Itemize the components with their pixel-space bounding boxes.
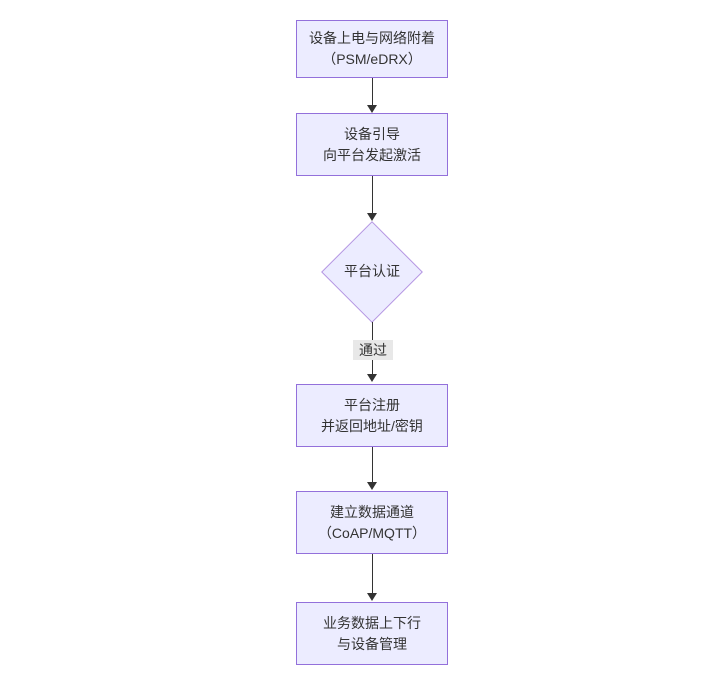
node-register-line2: 并返回地址/密钥 [321, 417, 423, 434]
node-register: 平台注册 并返回地址/密钥 [296, 384, 448, 447]
node-data-channel: 建立数据通道 （CoAP/MQTT） [296, 491, 448, 554]
node-business-data-line1: 业务数据上下行 [323, 614, 421, 631]
arrowhead-icon [367, 593, 377, 601]
arrowhead-icon [367, 213, 377, 221]
edge-line-4 [372, 447, 373, 483]
node-bootstrap: 设备引导 向平台发起激活 [296, 113, 448, 176]
node-auth-label: 平台认证 [344, 263, 400, 279]
edge-line-5 [372, 554, 373, 594]
edge-label-pass: 通过 [353, 340, 393, 360]
node-power-attach: 设备上电与网络附着 （PSM/eDRX） [296, 20, 448, 78]
node-register-line1: 平台注册 [344, 396, 400, 413]
node-data-channel-line1: 建立数据通道 [330, 503, 414, 520]
node-business-data-line2: 与设备管理 [337, 635, 407, 652]
arrowhead-icon [367, 105, 377, 113]
arrowhead-icon [367, 374, 377, 382]
node-business-data: 业务数据上下行 与设备管理 [296, 602, 448, 665]
node-power-attach-line2: （PSM/eDRX） [322, 51, 422, 67]
arrowhead-icon [367, 482, 377, 490]
node-power-attach-line1: 设备上电与网络附着 [309, 30, 435, 46]
node-bootstrap-line2: 向平台发起激活 [323, 146, 421, 163]
edge-line-1 [372, 78, 373, 106]
node-bootstrap-line1: 设备引导 [344, 125, 400, 142]
edge-line-2 [372, 176, 373, 214]
node-data-channel-line2: （CoAP/MQTT） [317, 524, 427, 541]
